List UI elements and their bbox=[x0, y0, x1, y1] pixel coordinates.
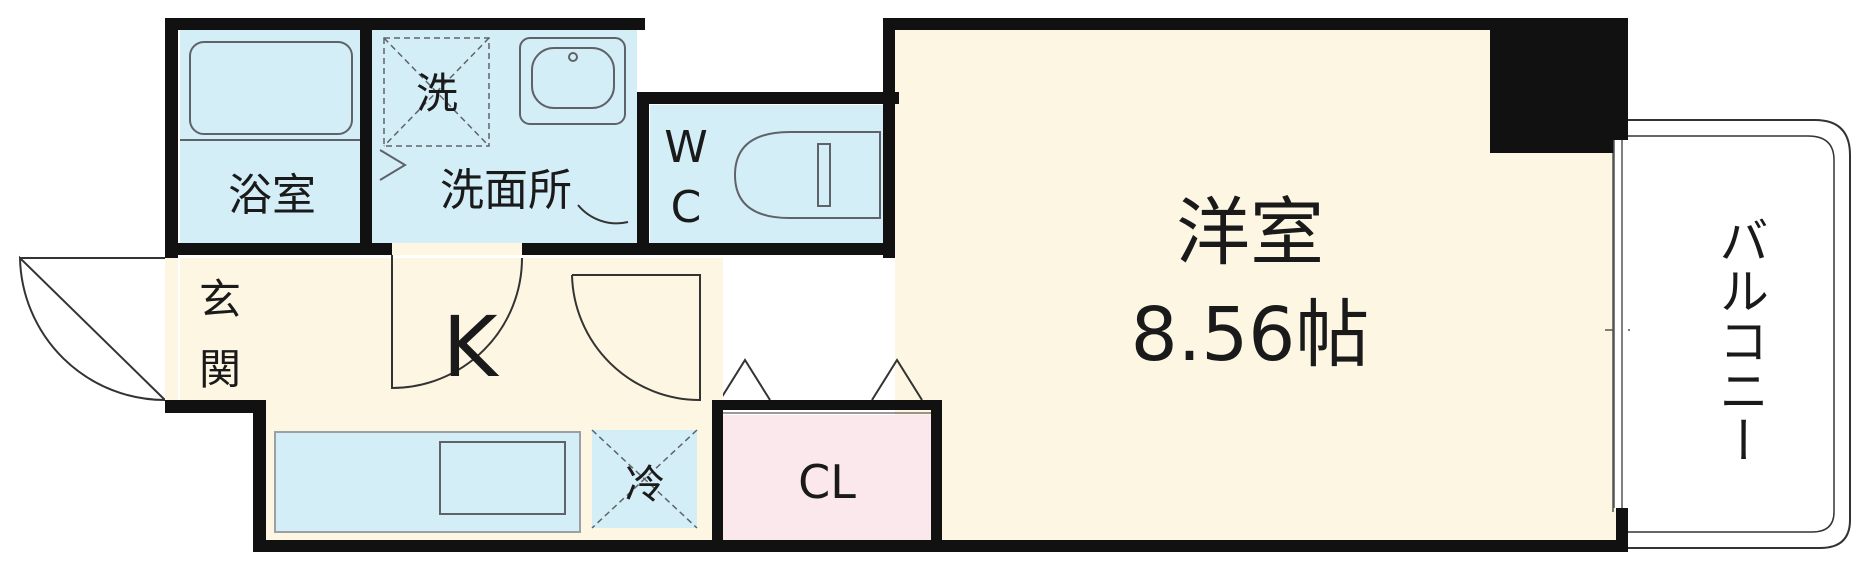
washroom-opening bbox=[392, 243, 522, 255]
labels: 浴室 洗 洗面所 W C 玄 関 K 冷 CL 洋室 8.56帖 バルコニー bbox=[199, 69, 1769, 509]
toilet-tank bbox=[817, 143, 831, 207]
wall-dark-block bbox=[1490, 18, 1628, 153]
fridge-label: 冷 bbox=[625, 462, 665, 508]
western-opening bbox=[712, 258, 723, 400]
wc-label-w: W bbox=[664, 122, 708, 173]
bath-label: 浴室 bbox=[228, 170, 316, 221]
entrance-label-1: 玄 bbox=[199, 275, 241, 324]
fixtures bbox=[180, 37, 881, 219]
closet-label: CL bbox=[798, 455, 856, 509]
closet-door-right bbox=[871, 358, 923, 401]
door-swings bbox=[18, 204, 701, 402]
entrance-door-swing bbox=[18, 255, 166, 401]
washroom-door-mark bbox=[379, 149, 407, 181]
washroom-label: 洗面所 bbox=[440, 165, 572, 216]
washbasin-bowl bbox=[531, 47, 615, 109]
western-room-label: 洋室 bbox=[1176, 190, 1324, 276]
entrance-opening bbox=[165, 258, 178, 400]
entrance-label-2: 関 bbox=[199, 345, 241, 394]
washroom-door-swing bbox=[391, 250, 523, 390]
wall-wash-right bbox=[637, 92, 649, 243]
washer-cross-b bbox=[383, 37, 490, 147]
wall-kitchen-left bbox=[253, 400, 266, 552]
fridge-cross-b bbox=[591, 429, 698, 529]
sink bbox=[439, 441, 566, 515]
walls bbox=[165, 18, 1628, 552]
door-openings bbox=[165, 243, 723, 400]
wall-bath-right bbox=[360, 18, 372, 243]
wall-closet-top bbox=[712, 400, 942, 410]
western-room-size: 8.56帖 bbox=[1131, 292, 1370, 378]
window-gap bbox=[1614, 140, 1628, 508]
wall-mid-horizontal bbox=[165, 243, 895, 255]
wall-left-low bbox=[165, 400, 265, 413]
entrance-floor bbox=[180, 258, 265, 408]
balcony-outline bbox=[1625, 119, 1851, 549]
kitchen-counter bbox=[274, 431, 581, 533]
wall-closet-right bbox=[931, 400, 942, 550]
floors bbox=[180, 28, 1625, 548]
bathtub bbox=[189, 41, 353, 135]
closet-door-left bbox=[719, 358, 771, 401]
washbasin-drain bbox=[568, 52, 578, 62]
bath-floor bbox=[180, 28, 365, 243]
kitchen-label: K bbox=[442, 298, 499, 396]
washroom-inner-door bbox=[577, 204, 629, 225]
wall-wc-right bbox=[883, 18, 895, 258]
wc-label-c: C bbox=[671, 182, 702, 233]
washroom-floor bbox=[372, 28, 637, 243]
balcony-label: バルコニー bbox=[1711, 215, 1769, 465]
kitchen-door-swing bbox=[571, 274, 701, 402]
wall-top-wc bbox=[637, 92, 899, 104]
toilet bbox=[733, 131, 881, 219]
wall-right bbox=[1616, 18, 1628, 140]
wc-floor bbox=[650, 105, 890, 243]
washer-space bbox=[383, 37, 490, 147]
wall-top-right bbox=[883, 18, 1628, 30]
washbasin bbox=[519, 37, 626, 125]
washer-label: 洗 bbox=[416, 69, 458, 118]
closet-floor bbox=[723, 415, 931, 548]
wall-top-left bbox=[165, 18, 645, 30]
balcony-inner bbox=[1625, 135, 1835, 533]
wall-left-top bbox=[165, 18, 178, 258]
